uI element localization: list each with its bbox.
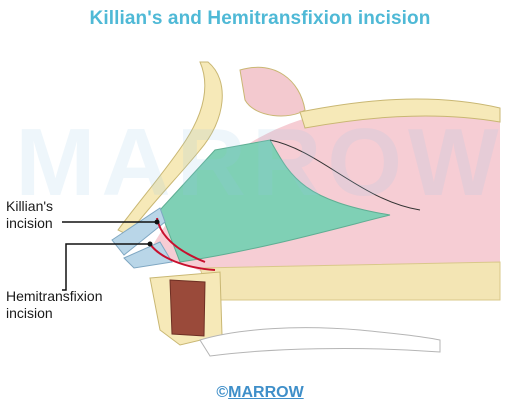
incisor-root	[169, 279, 206, 337]
septal-cartilage	[159, 139, 391, 263]
diagram-title: Killian's and Hemitransfixion incision	[89, 8, 431, 29]
brand-name: MARROW	[228, 384, 304, 401]
hard-palate	[199, 261, 501, 301]
hemitransfixion-label-line-2: incision	[6, 305, 53, 321]
watermark-text: MARROW	[15, 109, 505, 216]
hemitransfixion-label-line-1: Hemitransfixion	[6, 288, 103, 304]
hemitransfixion-leader-dot	[147, 241, 153, 247]
hemitransfixion-incision-label: Hemitransfixion incision	[6, 288, 102, 322]
teeth	[199, 327, 441, 357]
cranial-base	[299, 98, 501, 129]
copyright-footer: ©MARROW	[0, 384, 520, 402]
hemitransfixion-leader-line	[62, 243, 150, 291]
frontal-sinus	[239, 66, 306, 117]
hemitransfixion-incision-line	[149, 243, 216, 271]
killian-leader-dot	[154, 219, 160, 225]
copyright-symbol: ©	[216, 384, 229, 401]
septum-outline	[269, 139, 421, 211]
killian-label-line-2: incision	[6, 215, 53, 231]
killian-label-line-1: Killian's	[6, 198, 54, 214]
killian-incision-label: Killian's incision	[6, 198, 53, 232]
alar-cartilage	[123, 241, 173, 269]
